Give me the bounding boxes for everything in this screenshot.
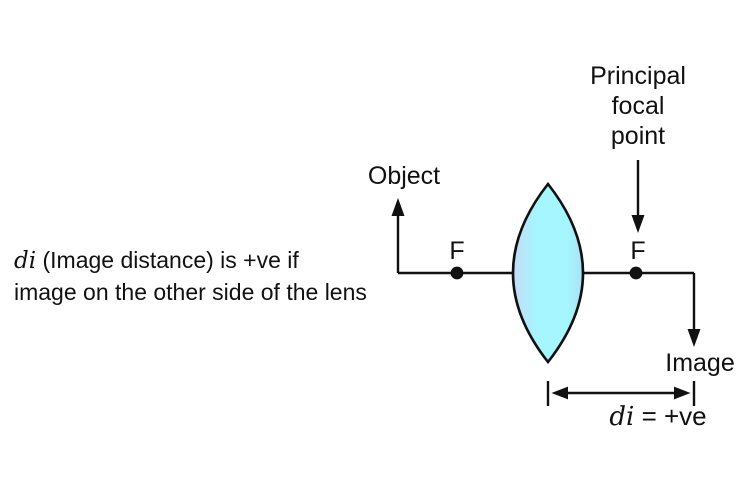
di-symbol: di <box>14 248 37 274</box>
focal-point-label-right: F <box>630 237 646 265</box>
dimension-arrowhead-left <box>551 386 568 400</box>
principal-focal-point-label: Principal focal point <box>590 62 686 150</box>
image-label: Image <box>665 349 735 377</box>
focal-point-label-left: F <box>449 237 465 265</box>
dimension-di-symbol: di <box>609 402 635 432</box>
dimension-arrowhead-right <box>674 386 691 400</box>
convex-lens <box>511 181 585 365</box>
note-line1-rest: (Image distance) is +ve if <box>36 247 299 273</box>
note-line2: image on the other side of the lens <box>14 279 367 305</box>
focal-point-dot-right <box>629 266 643 280</box>
image-distance-note: di (Image distance) is +ve if image on t… <box>14 245 367 308</box>
note-line1: di (Image distance) is +ve if <box>14 247 299 274</box>
principal-focal-pointer-arrowhead <box>631 215 645 233</box>
focal-point-dot-left <box>450 266 464 280</box>
object-label: Object <box>367 162 441 190</box>
dimension-value: = +ve <box>634 401 707 431</box>
object-arrowhead <box>391 198 405 216</box>
di-dimension-label: di = +ve <box>609 401 706 432</box>
image-arrowhead <box>687 329 701 347</box>
